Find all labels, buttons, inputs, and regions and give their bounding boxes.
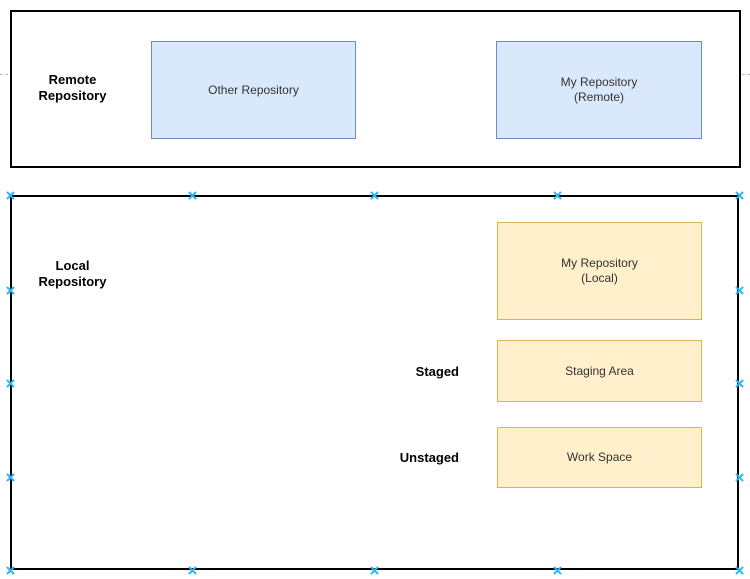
my-repository-local-line2: (Local) [581, 271, 618, 285]
my-repository-remote-shape-label: My Repository (Remote) [561, 75, 638, 105]
selection-handle-icon[interactable] [6, 473, 15, 482]
local-repository-label-line2: Repository [38, 274, 107, 289]
unstaged-label[interactable]: Unstaged [330, 427, 459, 488]
selection-handle-icon[interactable] [6, 379, 15, 388]
other-repository-shape-label: Other Repository [208, 82, 299, 97]
my-repository-remote-shape[interactable]: My Repository (Remote) [496, 41, 702, 139]
other-repository-shape[interactable]: Other Repository [151, 41, 356, 139]
selection-handle-icon[interactable] [6, 286, 15, 295]
staged-label[interactable]: Staged [330, 340, 459, 402]
selection-handle-icon[interactable] [188, 566, 197, 575]
my-repository-local-shape[interactable]: My Repository (Local) [497, 222, 702, 320]
selection-handle-icon[interactable] [6, 191, 15, 200]
unstaged-label-text: Unstaged [399, 450, 459, 465]
workspace-shape[interactable]: Work Space [497, 427, 702, 488]
selection-handle-icon[interactable] [370, 566, 379, 575]
selection-handle-icon[interactable] [6, 566, 15, 575]
staged-label-text: Staged [415, 363, 459, 379]
local-repository-label-line1: Local [55, 258, 90, 273]
selection-handle-icon[interactable] [370, 191, 379, 200]
selection-handle-icon[interactable] [735, 379, 744, 388]
selection-handle-icon[interactable] [553, 566, 562, 575]
my-repository-remote-line1: My Repository [560, 75, 638, 89]
staging-area-shape[interactable]: Staging Area [497, 340, 702, 402]
my-repository-local-shape-label: My Repository (Local) [561, 256, 638, 286]
remote-repository-label-line1: Remote [48, 72, 97, 87]
workspace-shape-label: Work Space [566, 450, 633, 464]
selection-handle-icon[interactable] [735, 286, 744, 295]
staging-area-shape-label: Staging Area [565, 363, 634, 378]
my-repository-local-line1: My Repository [561, 256, 638, 270]
selection-handle-icon[interactable] [553, 191, 562, 200]
local-repository-label[interactable]: Local Repository [30, 258, 115, 290]
remote-repository-label-line2: Repository [38, 88, 107, 103]
my-repository-remote-line2: (Remote) [573, 90, 624, 104]
selection-handle-icon[interactable] [735, 473, 744, 482]
remote-repository-label[interactable]: Remote Repository [30, 72, 115, 104]
selection-handle-icon[interactable] [188, 191, 197, 200]
selection-handle-icon[interactable] [735, 191, 744, 200]
selection-handle-icon[interactable] [735, 566, 744, 575]
